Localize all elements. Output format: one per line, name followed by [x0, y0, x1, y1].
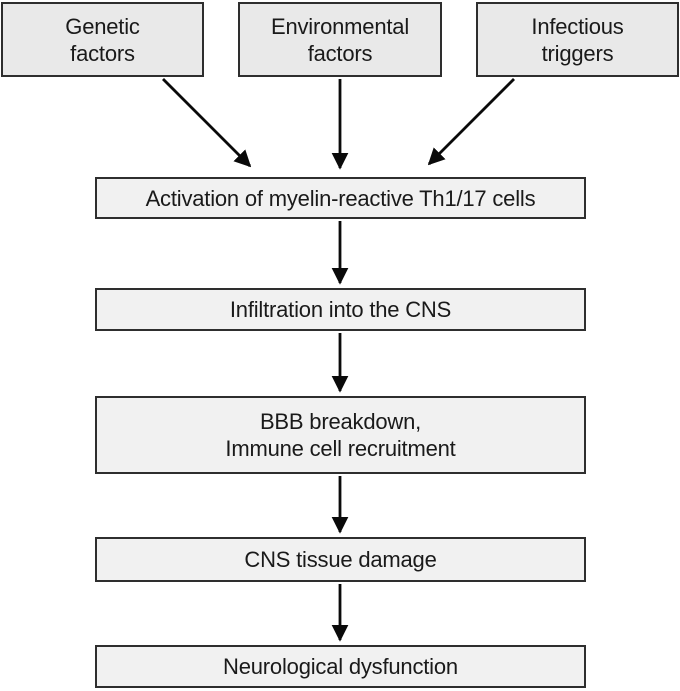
- stage-box-activation-th1-17: Activation of myelin-reactive Th1/17 cel…: [95, 177, 586, 219]
- stage-label-bbb-breakdown: BBB breakdown, Immune cell recruitment: [225, 409, 456, 461]
- cause-box-environmental-factors: Environmental factors: [238, 2, 442, 77]
- stage-box-neurological-dysfunction: Neurological dysfunction: [95, 645, 586, 688]
- cause-box-infectious-triggers: Infectious triggers: [476, 2, 679, 77]
- arrow-infectious-to-activation: [427, 78, 515, 166]
- stage-box-infiltration-cns: Infiltration into the CNS: [95, 288, 586, 331]
- cause-box-genetic-factors: Genetic factors: [1, 2, 204, 77]
- stage-label-neurological-dysfunction: Neurological dysfunction: [223, 654, 458, 679]
- stage-label-activation-th1-17: Activation of myelin-reactive Th1/17 cel…: [145, 185, 536, 211]
- cause-label-genetic-factors: Genetic factors: [65, 13, 140, 66]
- stage-box-bbb-breakdown: BBB breakdown, Immune cell recruitment: [95, 396, 586, 474]
- stage-label-cns-tissue-damage: CNS tissue damage: [244, 547, 437, 572]
- stage-box-cns-tissue-damage: CNS tissue damage: [95, 537, 586, 582]
- cause-label-infectious-triggers: Infectious triggers: [531, 13, 624, 66]
- stage-label-infiltration-cns: Infiltration into the CNS: [229, 297, 452, 322]
- cause-label-environmental-factors: Environmental factors: [270, 13, 410, 66]
- arrow-genetic-to-activation: [162, 78, 252, 168]
